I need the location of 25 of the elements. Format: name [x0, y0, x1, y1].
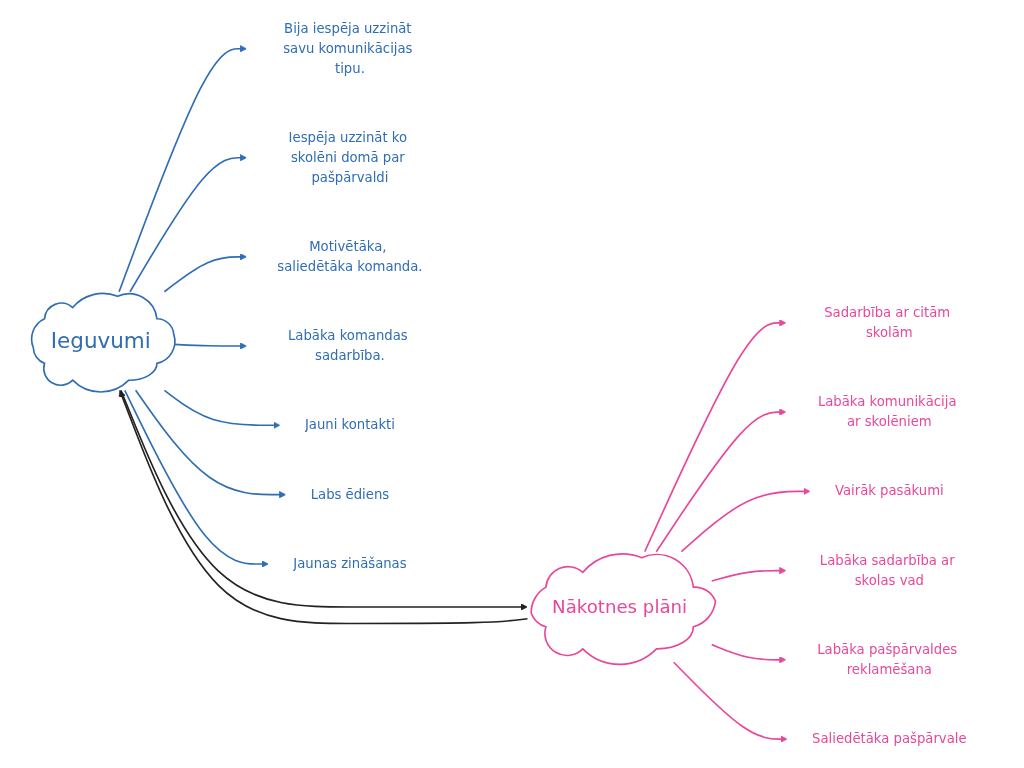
arrow	[710, 567, 787, 582]
arrow	[680, 487, 811, 553]
node-text: Vairāk pasākumi	[834, 483, 944, 499]
node-text: Jaunas zināšanas	[293, 555, 407, 572]
arrow	[129, 154, 247, 293]
arrow	[655, 408, 787, 553]
arrow	[134, 389, 287, 499]
node-text: Bija iespēja uzzināt savu komunikācijas tipu.	[283, 20, 413, 76]
arrow	[123, 389, 269, 568]
node-text: Jauni kontakti	[304, 417, 395, 433]
node-text: Labāka komunikācija ar skolēniem	[817, 393, 957, 430]
arrow	[643, 319, 787, 553]
node-text: Saliedētāka pašpārvale	[812, 730, 967, 747]
arrow	[118, 45, 247, 293]
node-text: Motivētāka, saliedētāka komanda.	[277, 238, 423, 275]
node-text: Iespēja uzzināt ko skolēni domā par pašpārvaldi	[288, 129, 407, 185]
node-text: Sadarbība ar citām skolām	[824, 304, 951, 341]
arrow	[163, 389, 281, 429]
node-text: Labāka komandas sadarbība.	[287, 327, 408, 364]
arrow	[710, 643, 787, 664]
node-text: Labāka sadarbība ar skolas vad	[819, 552, 955, 588]
arrow	[672, 661, 788, 743]
node-text: Labs ēdiens	[310, 486, 390, 503]
node-text: Labāka pašpārvaldes reklamēšana	[817, 641, 958, 678]
arrow	[163, 253, 247, 293]
